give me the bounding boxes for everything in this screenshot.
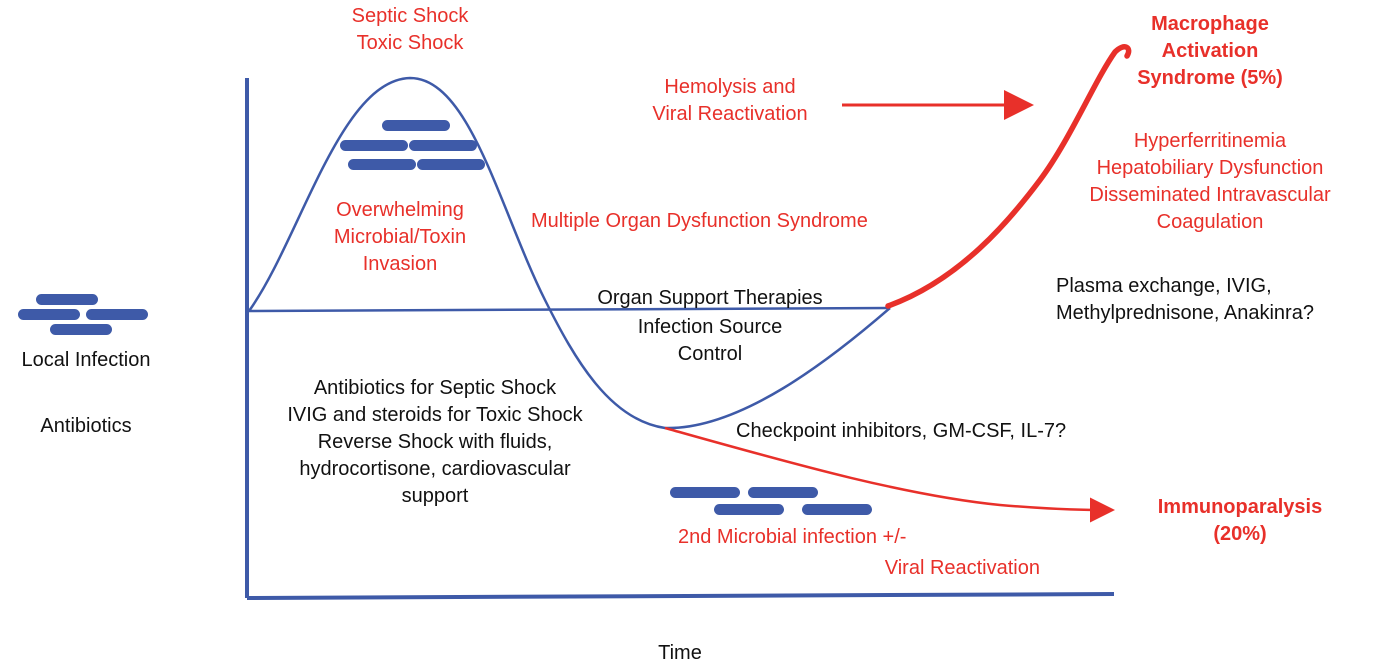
shock-treatment-line-1: Antibiotics for Septic Shock (313, 377, 557, 399)
mas-features-label: Hyperferritinemia Hepatobiliary Dysfunct… (1055, 128, 1365, 236)
mas-features-line-1: Hyperferritinemia (1133, 130, 1287, 152)
invasion-line-2: Microbial/Toxin (333, 226, 467, 248)
organ-support-label: Organ Support Therapies Infection Source… (560, 285, 860, 368)
peak-label: Septic Shock Toxic Shock (320, 3, 500, 57)
baseline-line (248, 306, 891, 313)
mas-features-line-2: Hepatobiliary Dysfunction (1096, 157, 1324, 179)
mas-curve (885, 44, 1132, 309)
immunoparalysis-line-2: (20%) (1213, 523, 1267, 545)
bacterium-icon (36, 294, 98, 305)
mas-line-2: Activation (1161, 40, 1259, 62)
mas-treatment-label: Plasma exchange, IVIG, Methylprednisone,… (1056, 273, 1314, 327)
bacterium-icon (382, 120, 450, 131)
hemolysis-line-2: Viral Reactivation (652, 103, 808, 125)
bacterium-icon (18, 309, 80, 320)
invasion-label: Overwhelming Microbial/Toxin Invasion (310, 197, 490, 278)
bacterium-icon (417, 159, 485, 170)
organ-support-line-3: Control (677, 343, 743, 365)
mods-label: Multiple Organ Dysfunction Syndrome (531, 210, 868, 232)
invasion-line-3: Invasion (362, 253, 438, 275)
bacteria-cluster-peak (340, 120, 485, 170)
mas-features-line-3: Disseminated Intravascular (1089, 184, 1331, 206)
mas-treatment-line-1: Plasma exchange, IVIG, (1056, 275, 1272, 297)
mas-treatment-line-2: Methylprednisone, Anakinra? (1056, 302, 1314, 324)
bacterium-icon (802, 504, 872, 515)
bacterium-icon (50, 324, 112, 335)
hemolysis-label: Hemolysis and Viral Reactivation (620, 74, 840, 128)
second-infection-line-1: 2nd Microbial infection +/- (678, 526, 907, 548)
organ-support-line-1: Organ Support Therapies (597, 287, 823, 309)
shock-treatment-line-2: IVIG and steroids for Toxic Shock (287, 404, 583, 426)
immunoparalysis-line-1: Immunoparalysis (1157, 496, 1323, 518)
mas-features-line-4: Coagulation (1156, 211, 1264, 233)
peak-line-1: Septic Shock (351, 5, 469, 27)
second-infection-line-2: Viral Reactivation (884, 557, 1040, 579)
local-infection-label: Local Infection (21, 349, 151, 371)
shock-treatment-line-5: support (401, 485, 469, 507)
bacteria-cluster-local (18, 294, 148, 335)
second-infection-label: 2nd Microbial infection +/- Viral Reacti… (660, 524, 1040, 582)
disease-course-curve (247, 76, 891, 430)
organ-support-line-2: Infection Source (637, 316, 783, 338)
peak-line-2: Toxic Shock (356, 32, 464, 54)
shock-treatment-line-3: Reverse Shock with fluids, (317, 431, 553, 453)
bacterium-icon (670, 487, 740, 498)
x-axis-label: Time (658, 642, 702, 664)
bacterium-icon (409, 140, 477, 151)
mas-line-1: Macrophage (1151, 13, 1269, 35)
bacterium-icon (748, 487, 818, 498)
hemolysis-line-1: Hemolysis and (664, 76, 796, 98)
immunoparalysis-label: Immunoparalysis (20%) (1140, 494, 1340, 548)
x-axis (246, 592, 1115, 600)
bacterium-icon (86, 309, 148, 320)
bacterium-icon (348, 159, 416, 170)
bacteria-cluster-second (670, 487, 872, 515)
shock-treatment-line-4: hydrocortisone, cardiovascular (299, 458, 571, 480)
invasion-line-1: Overwhelming (336, 199, 464, 221)
bacterium-icon (714, 504, 784, 515)
checkpoint-label: Checkpoint inhibitors, GM-CSF, IL-7? (736, 420, 1067, 442)
antibiotics-label: Antibiotics (40, 415, 132, 437)
immunoparalysis-curve (664, 426, 1115, 523)
mas-label: Macrophage Activation Syndrome (5%) (1110, 11, 1310, 92)
shock-treatment-label: Antibiotics for Septic Shock IVIG and st… (250, 375, 620, 510)
bacterium-icon (340, 140, 408, 151)
mas-line-3: Syndrome (5%) (1137, 67, 1283, 89)
